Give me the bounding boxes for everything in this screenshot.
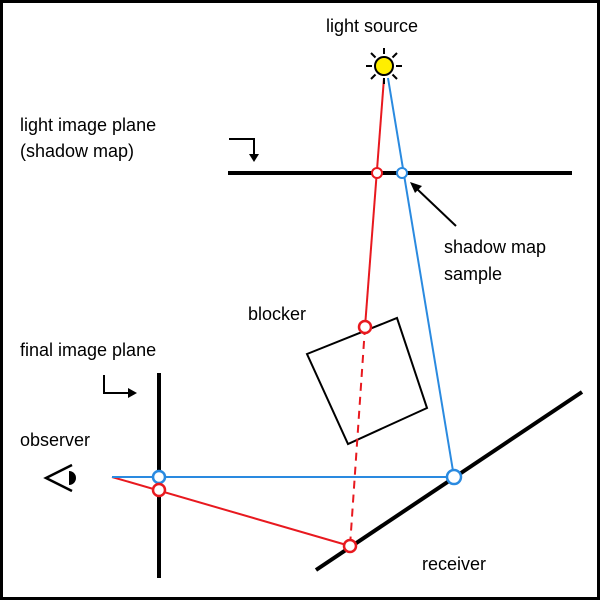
- red-ray-receiver-to-observer: [111, 476, 351, 547]
- red-marker-receiver: [342, 538, 358, 554]
- blue-rays: [112, 77, 455, 478]
- blue-ray-light-to-receiver: [387, 77, 455, 478]
- arrow-icon-final-plane: [103, 375, 137, 398]
- arrow-icon-light-plane: [229, 138, 259, 162]
- label-shadow-map-sample-line2: sample: [444, 264, 502, 284]
- red-marker-blocker: [357, 319, 373, 335]
- label-light-source: light source: [326, 16, 418, 36]
- red-ray-blocker-to-receiver-dashed: [349, 326, 366, 547]
- blue-marker-shadow-map-sample: [396, 167, 408, 179]
- label-shadow-map: (shadow map): [20, 141, 134, 161]
- label-receiver: receiver: [422, 554, 486, 574]
- red-marker-shadow-map: [371, 167, 383, 179]
- sun-icon: [366, 48, 402, 84]
- label-light-image-plane: light image plane: [20, 115, 156, 135]
- blocker-box: [305, 316, 429, 446]
- blue-marker-final-plane: [151, 469, 167, 485]
- blue-marker-receiver: [445, 468, 463, 486]
- red-ray-light-to-blocker: [364, 77, 385, 328]
- red-marker-final-plane: [151, 482, 167, 498]
- label-shadow-map-sample-line1: shadow map: [444, 237, 546, 257]
- label-observer: observer: [20, 430, 90, 450]
- arrow-icon-shadow-sample: [410, 182, 457, 227]
- label-final-image-plane: final image plane: [20, 340, 156, 360]
- label-blocker: blocker: [248, 304, 306, 324]
- eye-icon: [43, 463, 76, 493]
- red-rays: [111, 77, 385, 547]
